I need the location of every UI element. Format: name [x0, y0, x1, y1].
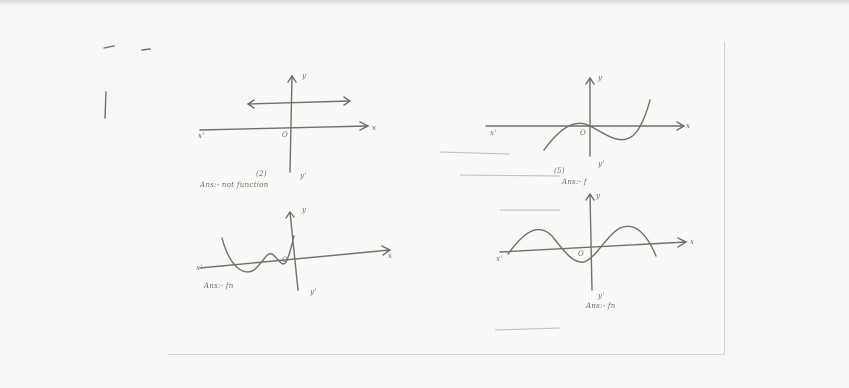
graph-1-curve-arrows: [246, 96, 352, 109]
graph-4-curve: [507, 225, 657, 263]
graph-2-curve: [543, 99, 651, 151]
graph-4-x-arrow: [677, 237, 688, 248]
graph-2: [485, 76, 686, 157]
graph-3-y-axis: [289, 211, 299, 291]
graph-4-y-label: y: [596, 192, 601, 200]
graph-3-y-arrow: [285, 210, 295, 219]
graph-2-y-arrow: [585, 76, 595, 85]
graph-1-y-axis: [289, 75, 293, 173]
graph-1-answer: Ans:- not function: [200, 181, 269, 189]
graph-4-x-neg-label: x': [496, 255, 503, 263]
graph-3-x-arrow: [381, 245, 392, 256]
graph-2-y-label: y: [598, 74, 603, 82]
graph-4-y-arrow: [585, 192, 595, 201]
graph-4-y-axis: [589, 193, 593, 291]
graph-3-origin-label: O: [282, 256, 289, 264]
graph-1-x-label: x: [372, 124, 377, 132]
graph-4-x-axis: [499, 241, 687, 253]
graph-4-answer: Ans:- fn: [586, 302, 616, 310]
graph-4-origin-label: O: [578, 250, 585, 258]
graph-2-x-neg-label: x': [490, 129, 497, 137]
graph-3-answer: Ans:- fn: [204, 282, 234, 290]
graph-1-number: (2): [256, 170, 267, 178]
graph-3-x-label: x: [388, 252, 393, 260]
graph-2-x-arrow: [676, 121, 686, 131]
graph-3-curve: [221, 235, 295, 273]
graph-1-x-axis: [199, 125, 369, 131]
graph-1-x-arrow: [359, 121, 370, 131]
graph-4: [499, 192, 688, 291]
graph-2-x-label: x: [686, 122, 691, 130]
graph-2-number: (5): [554, 167, 565, 175]
graph-3-x-neg-label: x': [196, 264, 203, 272]
graph-1: [199, 74, 370, 173]
margin-stroke: [104, 91, 107, 119]
graph-1-x-neg-label: x': [198, 132, 205, 140]
graph-3-y-label: y: [302, 206, 307, 214]
graph-1-y-arrow: [287, 74, 297, 83]
graph-3-y-neg-label: y': [310, 288, 317, 296]
margin-mark: [103, 45, 115, 49]
graph-1-origin-label: O: [282, 131, 289, 139]
graph-2-answer: Ans:- f: [562, 178, 587, 186]
graph-1-y-neg-label: y': [300, 172, 307, 180]
graph-3: [199, 210, 392, 291]
graph-4-y-neg-label: y': [598, 292, 605, 300]
graph-1-curve: [247, 100, 351, 105]
notebook-paper: [168, 42, 725, 355]
graph-1-y-label: y: [302, 72, 307, 80]
margin-mark: [141, 48, 151, 51]
graph-4-x-label: x: [690, 238, 695, 246]
page-top-edge: [0, 0, 849, 6]
graph-2-y-neg-label: y': [598, 160, 605, 168]
bleed-through: [439, 151, 561, 331]
graph-2-origin-label: O: [580, 129, 587, 137]
